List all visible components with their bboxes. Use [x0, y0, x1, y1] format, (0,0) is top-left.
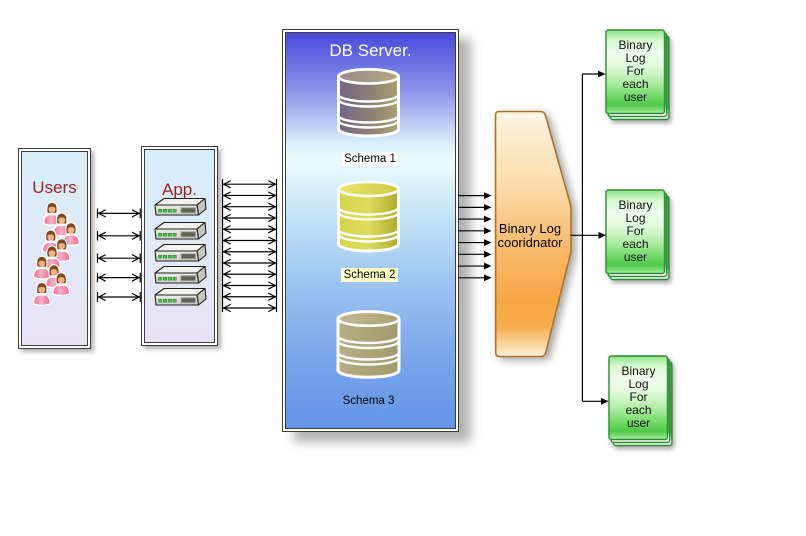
binary-log-box-2 — [605, 189, 670, 281]
binary-log-2-line: user — [623, 249, 648, 264]
users-people-cluster — [32, 201, 80, 306]
app-server-icon — [154, 287, 207, 306]
users-box: Users — [18, 148, 91, 349]
binary-log-2-line: For — [626, 223, 645, 238]
coordinator-label-line2: cooridnator — [497, 235, 563, 250]
app-title: App. — [162, 180, 197, 199]
binary-log-label-2: Binary Log For each user — [606, 199, 665, 264]
schema2-label: Schema 2 — [341, 268, 398, 282]
binary-log-1-line: Log — [625, 50, 646, 65]
schema3-cylinder-icon — [336, 310, 401, 379]
binary-log-3-line: For — [629, 389, 648, 404]
binary-log-3-line: Binary — [621, 364, 656, 378]
binary-log-2-line: Binary — [618, 198, 653, 212]
binary-log-1-line: each — [622, 76, 649, 91]
binary-log-1-line: user — [623, 89, 648, 104]
binary-log-box-3 — [608, 355, 673, 447]
binary-log-box-1 — [605, 29, 670, 121]
coordinator-label-line1: Binary Log — [498, 221, 562, 236]
binary-log-boxes — [605, 29, 673, 447]
schema3-label: Schema 3 — [342, 395, 395, 407]
binary-log-coordinator-shape — [494, 110, 572, 358]
app-server-icon — [154, 221, 207, 240]
app-servers-group — [154, 197, 207, 306]
binary-log-3-line: Log — [628, 376, 649, 391]
binary-log-2-line: Log — [625, 210, 646, 225]
schema1-cylinder-icon — [337, 68, 400, 138]
binary-log-3-line: user — [626, 415, 651, 430]
schema2-cylinder-icon — [337, 180, 400, 253]
db-server-title: DB Server. — [329, 41, 412, 60]
binary-log-1-line: Binary — [618, 38, 653, 52]
schema1-label: Schema 1 — [342, 152, 398, 166]
binary-log-label-3: Binary Log For each user — [609, 365, 668, 430]
coordinator-label: Binary Log cooridnator — [492, 222, 568, 250]
binary-log-2-line: each — [622, 236, 649, 251]
users-title: Users — [32, 178, 77, 197]
app-server-icon — [154, 197, 207, 216]
app-server-icon — [154, 243, 207, 262]
binary-log-1-line: For — [626, 63, 645, 78]
app-server-icon — [154, 265, 207, 284]
db-schema-cylinders — [336, 68, 401, 379]
binary-log-label-1: Binary Log For each user — [606, 39, 665, 104]
binary-log-3-line: each — [625, 402, 652, 417]
connector-arrows — [96, 70, 609, 405]
